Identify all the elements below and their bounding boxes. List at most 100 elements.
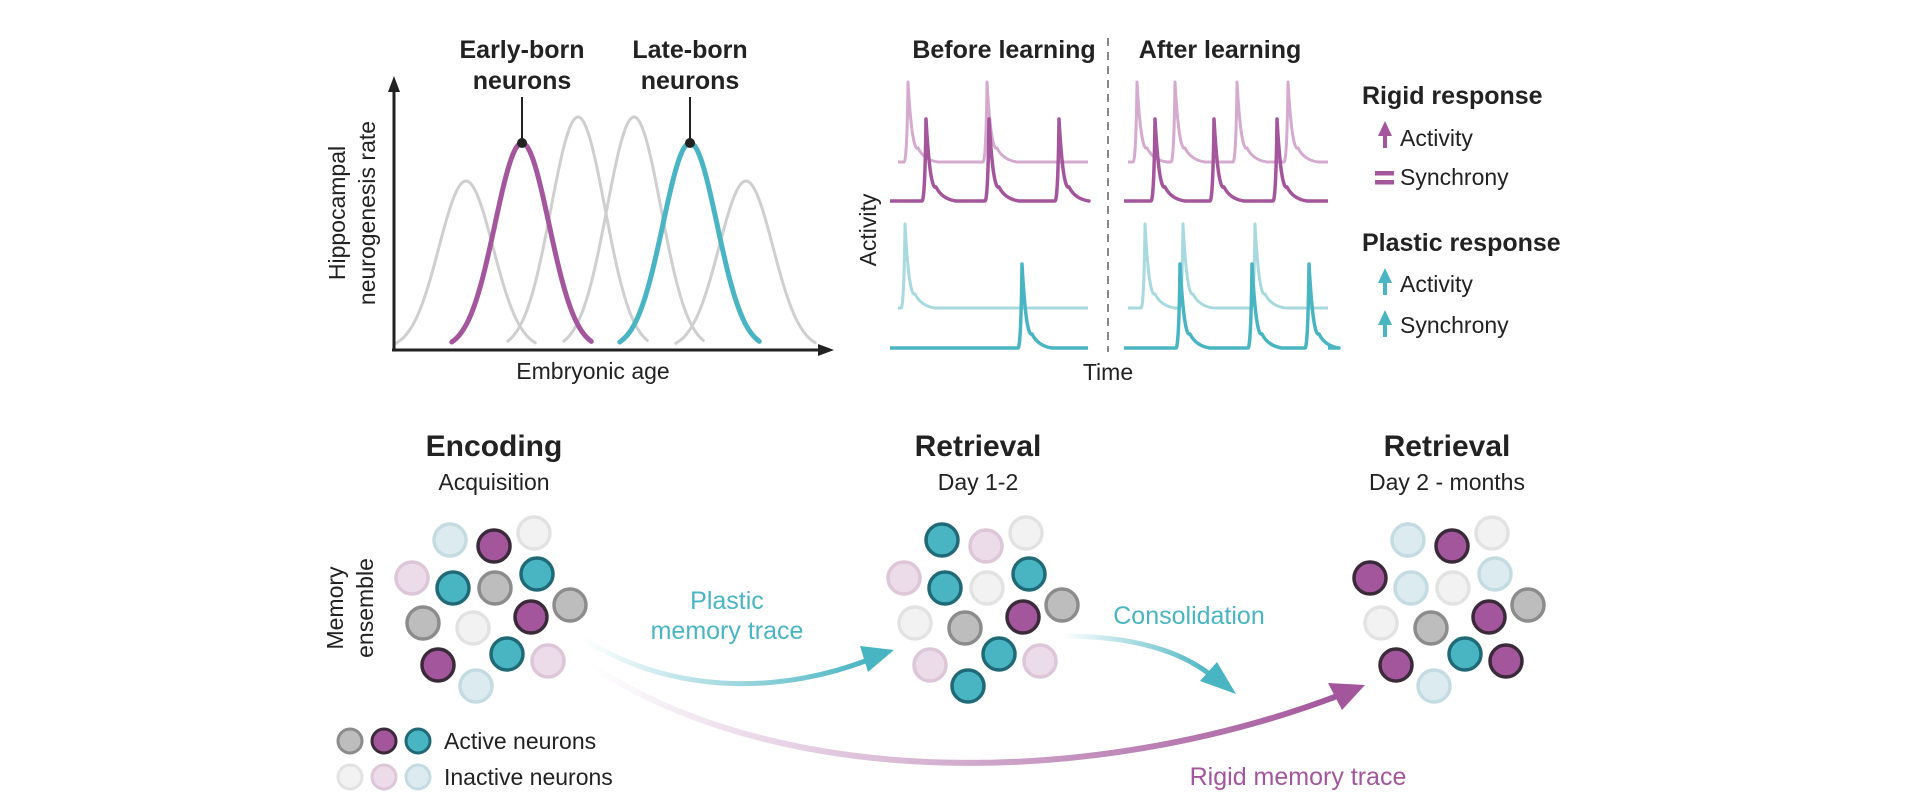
encoding-title: Encoding [426, 430, 563, 463]
rigid-synchrony-label: Synchrony [1400, 164, 1509, 190]
neuron-clusters [394, 515, 1546, 704]
legend-inactive-gray-dot [336, 763, 364, 791]
encoding-active-teal-neuron [435, 570, 471, 606]
plastic-trace-arrow [580, 635, 869, 687]
legend-active-purple-dot [370, 727, 398, 755]
consolidation-arrowhead-icon [1200, 662, 1236, 694]
retrieval-2-active-purple-neuron [1434, 528, 1470, 564]
plastic-response-title: Plastic response [1362, 229, 1561, 257]
memory-ensemble-label-1: Memory [322, 566, 348, 650]
legend-active-teal-dot [404, 727, 432, 755]
retrieval-1-title: Retrieval [915, 430, 1042, 463]
early-born-label-1: Early-born [459, 36, 584, 64]
gray-neurogenesis-curve [674, 179, 817, 345]
encoding-active-purple-neuron [513, 599, 549, 635]
y-axis-arrow-icon [388, 76, 400, 92]
retrieval-1-active-teal-neuron [924, 522, 960, 558]
y-axis-label-1: Hippocampal [324, 146, 350, 280]
plastic-trace-label-1: Plastic [690, 587, 764, 615]
encoding-inactive-teal-neuron [458, 668, 494, 704]
retrieval-1-inactive-gray-neuron [969, 570, 1005, 606]
retrieval-2-active-purple-neuron [1488, 643, 1524, 679]
retrieval-1-active-purple-neuron [1005, 599, 1041, 635]
retrieval-2-subtitle: Day 2 - months [1369, 469, 1525, 495]
early-born-neurogenesis-curve [449, 140, 594, 345]
activity-axis-label: Activity [855, 193, 881, 266]
retrieval-2-active-purple-neuron [1471, 599, 1507, 635]
rigid-synchrony-equals-icon [1375, 171, 1394, 185]
before-learning-label: Before learning [912, 36, 1095, 64]
plastic-trace-arrowhead-icon [860, 646, 894, 672]
x-axis-arrow-icon [818, 344, 834, 356]
retrieval-1-inactive-gray-neuron [1008, 515, 1044, 551]
retrieval-1-inactive-gray-neuron [897, 605, 933, 641]
retrieval-1-subtitle: Day 1-2 [938, 469, 1019, 495]
encoding-inactive-purple-neuron [394, 560, 430, 596]
legend-inactive-label: Inactive neurons [444, 764, 613, 790]
retrieval-2-title: Retrieval [1384, 430, 1511, 463]
retrieval-2-active-gray-neuron [1413, 610, 1449, 646]
rigid-after-trace-2 [1124, 117, 1328, 203]
encoding-active-purple-neuron [420, 647, 456, 683]
gray-neurogenesis-curve [506, 115, 649, 343]
rigid-activity-label: Activity [1400, 125, 1473, 151]
encoding-inactive-purple-neuron [530, 643, 566, 679]
memory-ensemble-label-2: ensemble [352, 558, 378, 658]
rigid-trace-label: Rigid memory trace [1190, 763, 1407, 791]
x-axis-label: Embryonic age [516, 358, 669, 384]
plastic-activity-label: Activity [1400, 271, 1473, 297]
retrieval-1-active-teal-neuron [950, 668, 986, 704]
plastic-after-trace-1 [1128, 222, 1328, 310]
late-peak-dot [685, 138, 695, 148]
retrieval-2-inactive-gray-neuron [1363, 605, 1399, 641]
consolidation-label: Consolidation [1113, 602, 1265, 630]
retrieval-2-inactive-teal-neuron [1416, 668, 1452, 704]
rigid-before-trace-2 [890, 117, 1091, 203]
gray-neurogenesis-curve [394, 179, 537, 345]
encoding-inactive-gray-neuron [455, 610, 491, 646]
encoding-inactive-gray-neuron [516, 515, 552, 551]
late-born-neurogenesis-curve [617, 140, 762, 345]
plastic-before-trace-1 [898, 222, 1088, 310]
gray-neurogenesis-curve [562, 115, 705, 343]
legend-active-gray-dot [336, 727, 364, 755]
retrieval-2-inactive-teal-neuron [1477, 556, 1513, 592]
early-peak-dot [517, 138, 527, 148]
neurogenesis-curves [394, 115, 817, 345]
late-born-label-1: Late-born [632, 36, 747, 64]
legend-active-dots [336, 727, 432, 755]
retrieval-1-active-gray-neuron [1044, 587, 1080, 623]
plastic-before-trace-2 [890, 262, 1088, 350]
legend-active-label: Active neurons [444, 728, 596, 754]
plastic-activity-up-arrow-icon [1378, 268, 1392, 295]
encoding-subtitle: Acquisition [438, 469, 549, 495]
encoding-active-teal-neuron [519, 556, 555, 592]
retrieval-1-inactive-purple-neuron [886, 560, 922, 596]
encoding-inactive-teal-neuron [432, 522, 468, 558]
rigid-response-title: Rigid response [1362, 82, 1543, 110]
y-axis-label-2: neurogenesis rate [354, 121, 380, 305]
late-born-label-2: neurons [641, 67, 740, 95]
rigid-before-trace-1 [898, 80, 1088, 164]
encoding-active-gray-neuron [477, 570, 513, 606]
legend-inactive-purple-dot [370, 763, 398, 791]
encoding-active-purple-neuron [476, 528, 512, 564]
retrieval-1-active-teal-neuron [927, 570, 963, 606]
encoding-active-teal-neuron [489, 636, 525, 672]
rigid-trace-arrow [588, 662, 1342, 766]
plastic-after-trace-2 [1124, 262, 1341, 350]
retrieval-1-inactive-purple-neuron [1022, 643, 1058, 679]
rigid-trace-arrowhead-icon [1328, 683, 1365, 710]
encoding-active-gray-neuron [405, 605, 441, 641]
legend-inactive-dots [336, 763, 432, 791]
panel-memory: Encoding Acquisition Retrieval Day 1-2 R… [322, 430, 1546, 791]
retrieval-2-active-purple-neuron [1352, 560, 1388, 596]
time-axis-label: Time [1083, 359, 1133, 385]
retrieval-2-inactive-gray-neuron [1435, 570, 1471, 606]
panel-activity: Before learning After learning Activity … [855, 36, 1561, 385]
retrieval-2-active-teal-neuron [1447, 636, 1483, 672]
plastic-synchrony-up-arrow-icon [1378, 310, 1392, 337]
legend-inactive-teal-dot [404, 763, 432, 791]
retrieval-2-inactive-teal-neuron [1390, 522, 1426, 558]
